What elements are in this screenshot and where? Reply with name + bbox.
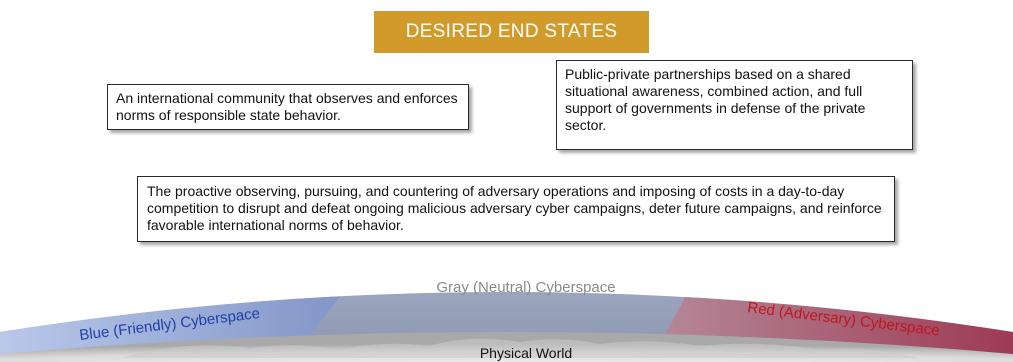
end-state-international-norms: An international community that observes…: [107, 84, 469, 130]
title-text: DESIRED END STATES: [405, 21, 618, 42]
end-state-public-private: Public-private partnerships based on a s…: [556, 60, 913, 150]
end-state-text: An international community that observes…: [116, 90, 458, 123]
cyberspace-globe: Blue (Friendly) Cyberspace Gray (Neutral…: [0, 279, 1013, 362]
gray-cyberspace-label: Gray (Neutral) Cyberspace: [436, 279, 615, 296]
continent-shape: [120, 338, 920, 358]
end-state-proactive-competition: The proactive observing, pursuing, and c…: [137, 176, 895, 242]
physical-world-label: Physical World: [480, 345, 572, 361]
end-state-text: The proactive observing, pursuing, and c…: [147, 183, 882, 233]
end-state-text: Public-private partnerships based on a s…: [565, 66, 866, 133]
title-banner: DESIRED END STATES: [374, 11, 649, 53]
